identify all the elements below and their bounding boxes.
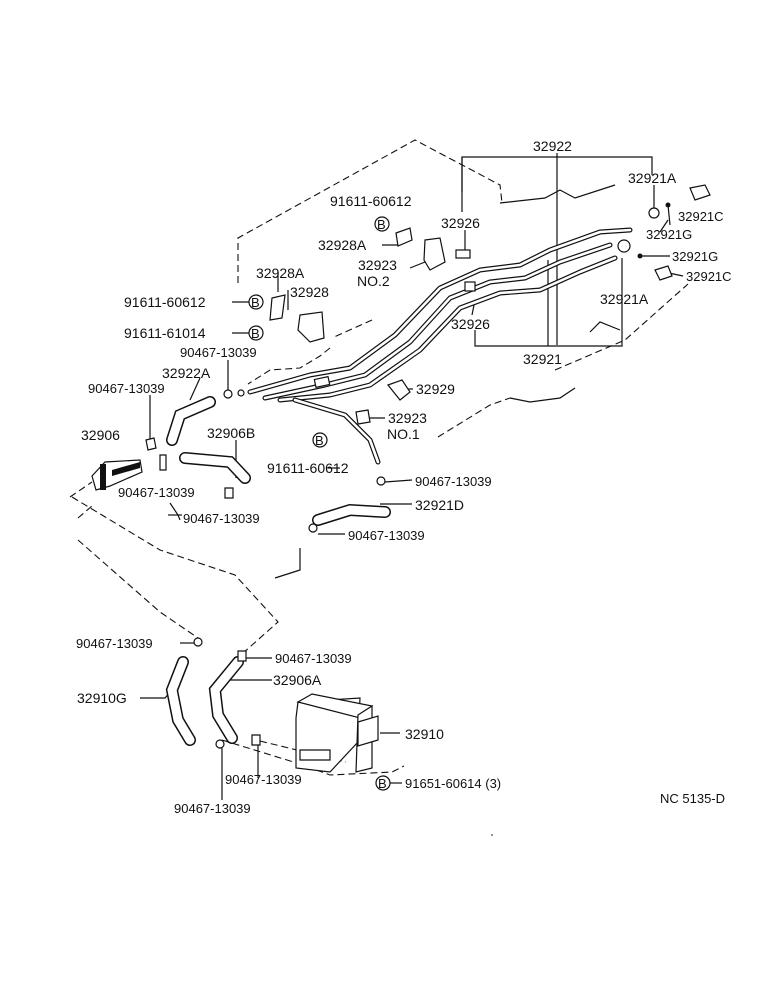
part-label: 32921C bbox=[678, 209, 724, 224]
part-label: 32928A bbox=[256, 265, 305, 281]
part-label: 91611-60612 bbox=[267, 460, 349, 476]
bolt-markers: B B B B B bbox=[248, 216, 391, 791]
part-label: 90467-13039 bbox=[174, 801, 251, 816]
part-label: 90467-13039 bbox=[348, 528, 425, 543]
part-label: 32906B bbox=[207, 425, 255, 441]
callout-labels: 32922 32921A 32921C 32921G 32921G 32921C… bbox=[76, 138, 732, 816]
part-label: 32906A bbox=[273, 672, 322, 688]
part-label: 32928 bbox=[290, 284, 329, 300]
part-label: 32910G bbox=[77, 690, 127, 706]
bolt-marker-icon: B bbox=[248, 325, 264, 341]
part-label: 32906 bbox=[81, 427, 120, 443]
part-label: 90467-13039 bbox=[180, 345, 257, 360]
diagram-code: NC 5135-D bbox=[660, 791, 725, 806]
bolt-marker-icon: B bbox=[312, 432, 328, 448]
pipe-assembly bbox=[247, 227, 633, 465]
part-label: NO.1 bbox=[387, 426, 420, 442]
small-parts bbox=[91, 184, 711, 773]
part-label: 91611-60612 bbox=[330, 193, 412, 209]
part-label: 32921A bbox=[628, 170, 677, 186]
part-label: 32910 bbox=[405, 726, 444, 742]
part-label: 32921 bbox=[523, 351, 562, 367]
part-label: 32921A bbox=[600, 291, 649, 307]
part-label: 32923 bbox=[388, 410, 427, 426]
part-label: 32922A bbox=[162, 365, 211, 381]
part-label: NO.2 bbox=[357, 273, 390, 289]
part-label: 90467-13039 bbox=[275, 651, 352, 666]
bolt-marker-label: B bbox=[378, 776, 387, 791]
speck bbox=[491, 834, 493, 836]
part-label: 90467-13039 bbox=[88, 381, 165, 396]
part-label: 90467-13039 bbox=[118, 485, 195, 500]
part-label: 90467-13039 bbox=[415, 474, 492, 489]
bolt-marker-label: B bbox=[315, 433, 324, 448]
part-label: 32922 bbox=[533, 138, 572, 154]
part-label: 90467-13039 bbox=[183, 511, 260, 526]
bolt-marker-icon: B bbox=[374, 216, 390, 232]
part-label: 90467-13039 bbox=[76, 636, 153, 651]
hoses bbox=[165, 396, 391, 746]
part-label: 32929 bbox=[416, 381, 455, 397]
bolt-marker-label: B bbox=[251, 326, 260, 341]
part-label: 91611-61014 bbox=[124, 325, 206, 341]
part-label: 32928A bbox=[318, 237, 367, 253]
bolt-marker-label: B bbox=[251, 295, 260, 310]
part-label: 32926 bbox=[441, 215, 480, 231]
part-label: 91651-60614 (3) bbox=[405, 776, 501, 791]
bolt-marker-icon: B bbox=[248, 294, 264, 310]
part-label: 32921G bbox=[646, 227, 692, 242]
part-label: 32923 bbox=[358, 257, 397, 273]
part-label: 32926 bbox=[451, 316, 490, 332]
part-label: 32921G bbox=[672, 249, 718, 264]
part-label: 32921D bbox=[415, 497, 464, 513]
bolt-marker-icon: B bbox=[375, 775, 391, 791]
part-label: 91611-60612 bbox=[124, 294, 206, 310]
part-label: 32921C bbox=[686, 269, 732, 284]
bolt-marker-label: B bbox=[377, 217, 386, 232]
part-label: 90467-13039 bbox=[225, 772, 302, 787]
